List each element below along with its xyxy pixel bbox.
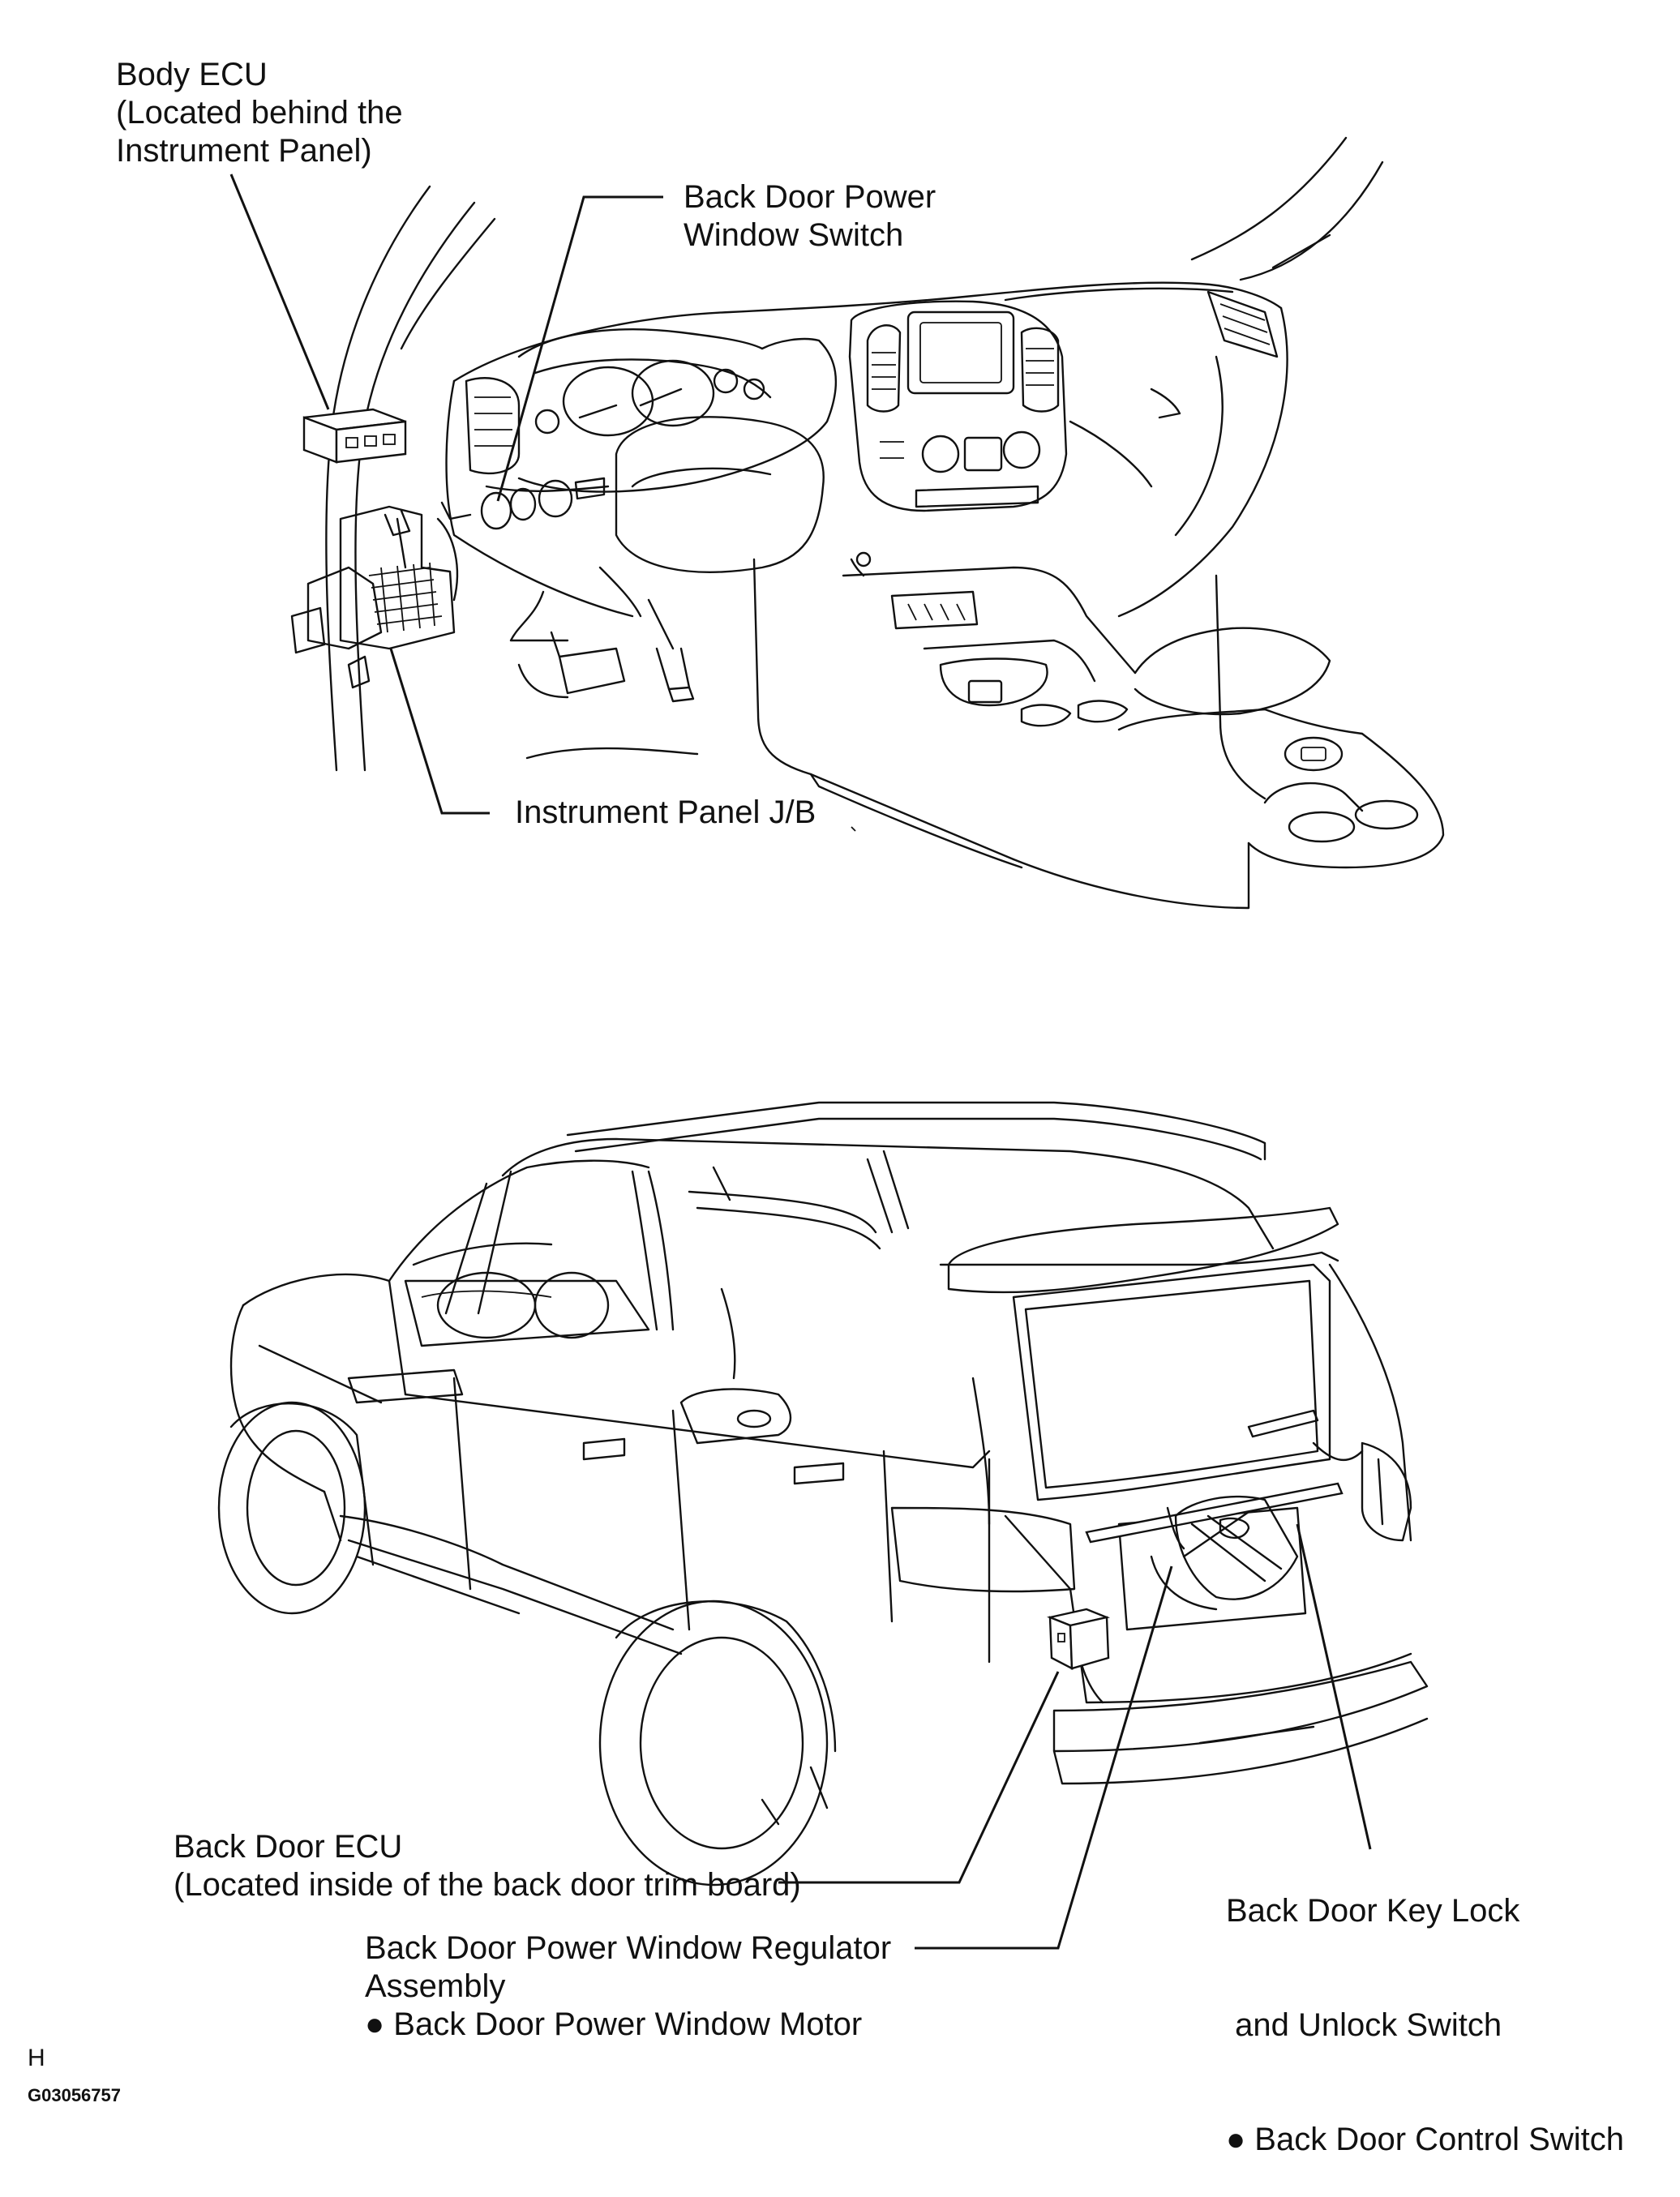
footer-code: H [28, 2045, 45, 2071]
label-back-door-ecu: Back Door ECU (Located inside of the bac… [174, 1829, 801, 1903]
label-back-door-power-window-switch: Back Door Power Window Switch [684, 179, 936, 253]
figure-id: G03056757 [28, 2085, 121, 2105]
vehicle-illustration [217, 1101, 1429, 1887]
leader-regulator [915, 1565, 1173, 1950]
label-body-ecu: Body ECU (Located behind the Instrument … [116, 57, 403, 169]
leader-key-lock-switch [1296, 1523, 1372, 1850]
instrument-panel-illustration [290, 136, 1445, 910]
label-key-lock-switch: Back Door Key Lock and Unlock Switch ● B… [1226, 1893, 1624, 2157]
window-regulator-rail [1085, 1482, 1344, 1544]
leader-jb [389, 648, 490, 815]
label-instrument-panel-jb: Instrument Panel J/B [515, 794, 816, 830]
leader-back-door-ecu [778, 1671, 1060, 1884]
leader-pw-switch [496, 195, 663, 502]
bottom-leader-lines [778, 1523, 1372, 1950]
label-regulator-assembly: Back Door Power Window Regulator Assembl… [365, 1930, 892, 2042]
leader-body-ecu [229, 173, 330, 410]
top-leader-lines [229, 173, 663, 815]
